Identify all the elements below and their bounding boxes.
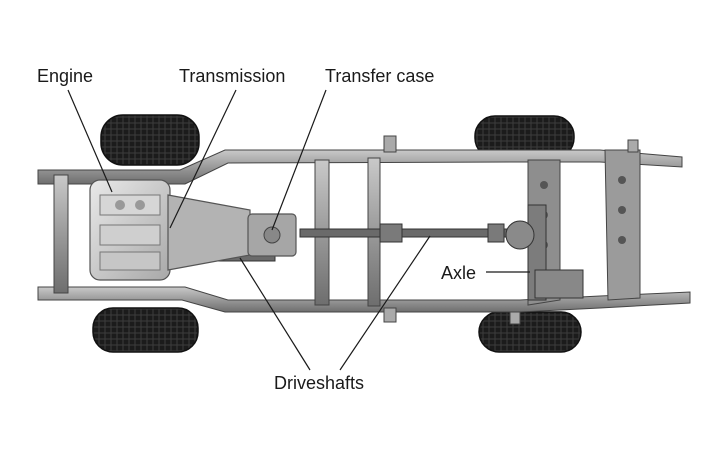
leader-driveshaft-rear (339, 235, 431, 371)
leader-lines (67, 89, 530, 371)
label-transmission: Transmission (179, 66, 286, 86)
label-axle: Axle (441, 263, 477, 283)
leader-engine (67, 89, 113, 193)
transfer-case (247, 213, 297, 257)
leader-transfer-case (271, 89, 327, 231)
leader-driveshaft-front (239, 257, 311, 371)
label-transfer-case: Transfer case (325, 66, 435, 86)
leader-transmission (169, 89, 237, 229)
axle (505, 204, 584, 301)
engine (89, 179, 171, 281)
label-driveshafts: Driveshafts (274, 373, 365, 393)
tire-front-right (92, 307, 199, 353)
tire-rear-right (478, 311, 582, 353)
label-engine: Engine (37, 66, 94, 86)
tire-front-left (100, 114, 200, 166)
